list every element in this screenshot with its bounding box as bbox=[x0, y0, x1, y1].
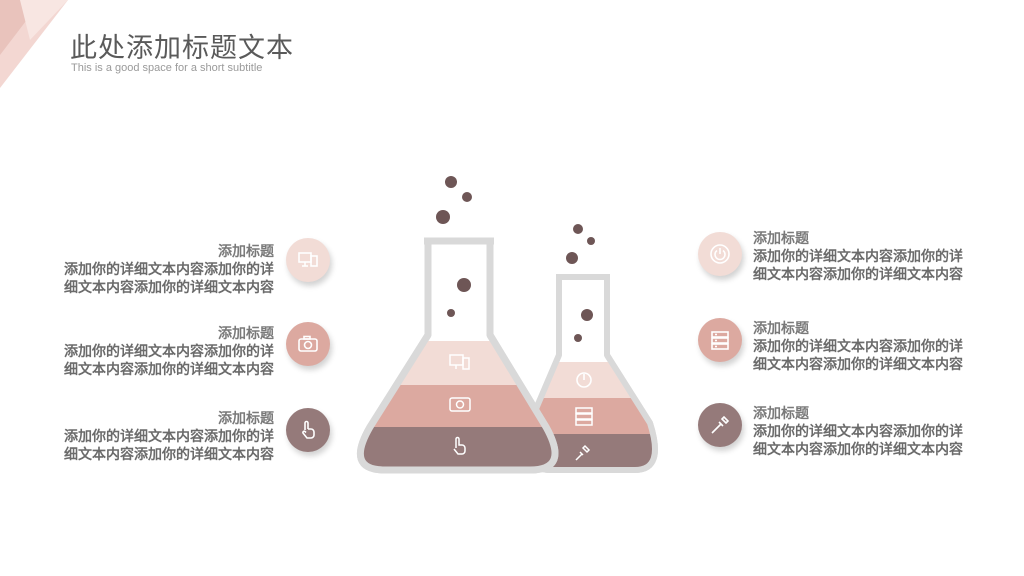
bubble bbox=[447, 309, 455, 317]
hand-pointer-icon bbox=[453, 436, 466, 455]
tools-circle bbox=[698, 403, 742, 447]
item-title: 添加标题 bbox=[753, 321, 809, 337]
server-icon bbox=[711, 331, 729, 350]
camera-icon bbox=[449, 397, 471, 412]
camera-circle bbox=[286, 322, 330, 366]
server-circle bbox=[698, 318, 742, 362]
big-flask bbox=[357, 237, 559, 474]
bubble bbox=[457, 278, 471, 292]
item-desc: 添加你的详细文本内容添加你的详细文本内容添加你的详细文本内容 bbox=[753, 249, 963, 283]
bubble bbox=[587, 237, 595, 245]
item-title: 添加标题 bbox=[218, 326, 274, 342]
tools-icon bbox=[575, 444, 591, 461]
left-item-1: 添加标题 添加你的详细文本内容添加你的详细文本内容添加你的详细文本内容 bbox=[54, 243, 274, 297]
item-desc: 添加你的详细文本内容添加你的详细文本内容添加你的详细文本内容 bbox=[64, 429, 274, 463]
power-icon bbox=[710, 244, 730, 264]
corner-decoration bbox=[0, 0, 68, 88]
power-circle bbox=[698, 232, 742, 276]
monitor-icon bbox=[298, 252, 318, 267]
bubble bbox=[462, 192, 472, 202]
camera-icon bbox=[298, 335, 318, 352]
item-title: 添加标题 bbox=[218, 411, 274, 427]
item-desc: 添加你的详细文本内容添加你的详细文本内容添加你的详细文本内容 bbox=[753, 424, 963, 458]
item-desc: 添加你的详细文本内容添加你的详细文本内容添加你的详细文本内容 bbox=[64, 262, 274, 296]
item-desc: 添加你的详细文本内容添加你的详细文本内容添加你的详细文本内容 bbox=[753, 339, 963, 373]
item-title: 添加标题 bbox=[753, 406, 809, 422]
right-item-3: 添加标题 添加你的详细文本内容添加你的详细文本内容添加你的详细文本内容 bbox=[753, 405, 973, 459]
monitor-circle bbox=[286, 238, 330, 282]
page-title: 此处添加标题文本 bbox=[70, 33, 294, 64]
hand-pointer-icon bbox=[302, 420, 315, 439]
power-icon bbox=[576, 372, 592, 388]
bubble bbox=[436, 210, 450, 224]
item-title: 添加标题 bbox=[753, 231, 809, 247]
flask-illustration bbox=[357, 176, 658, 474]
server-icon bbox=[575, 407, 593, 426]
bubble bbox=[566, 252, 578, 264]
tools-icon bbox=[711, 415, 730, 434]
bubble bbox=[581, 309, 593, 321]
bubble bbox=[573, 224, 583, 234]
right-item-1: 添加标题 添加你的详细文本内容添加你的详细文本内容添加你的详细文本内容 bbox=[753, 230, 973, 284]
right-item-2: 添加标题 添加你的详细文本内容添加你的详细文本内容添加你的详细文本内容 bbox=[753, 320, 973, 374]
bubble bbox=[574, 334, 582, 342]
item-title: 添加标题 bbox=[218, 244, 274, 260]
left-item-3: 添加标题 添加你的详细文本内容添加你的详细文本内容添加你的详细文本内容 bbox=[54, 410, 274, 464]
item-desc: 添加你的详细文本内容添加你的详细文本内容添加你的详细文本内容 bbox=[64, 344, 274, 378]
page-subtitle: This is a good space for a short subtitl… bbox=[71, 62, 263, 74]
left-item-2: 添加标题 添加你的详细文本内容添加你的详细文本内容添加你的详细文本内容 bbox=[54, 325, 274, 379]
hand-circle bbox=[286, 408, 330, 452]
bubble bbox=[445, 176, 457, 188]
monitor-icon bbox=[449, 354, 470, 370]
